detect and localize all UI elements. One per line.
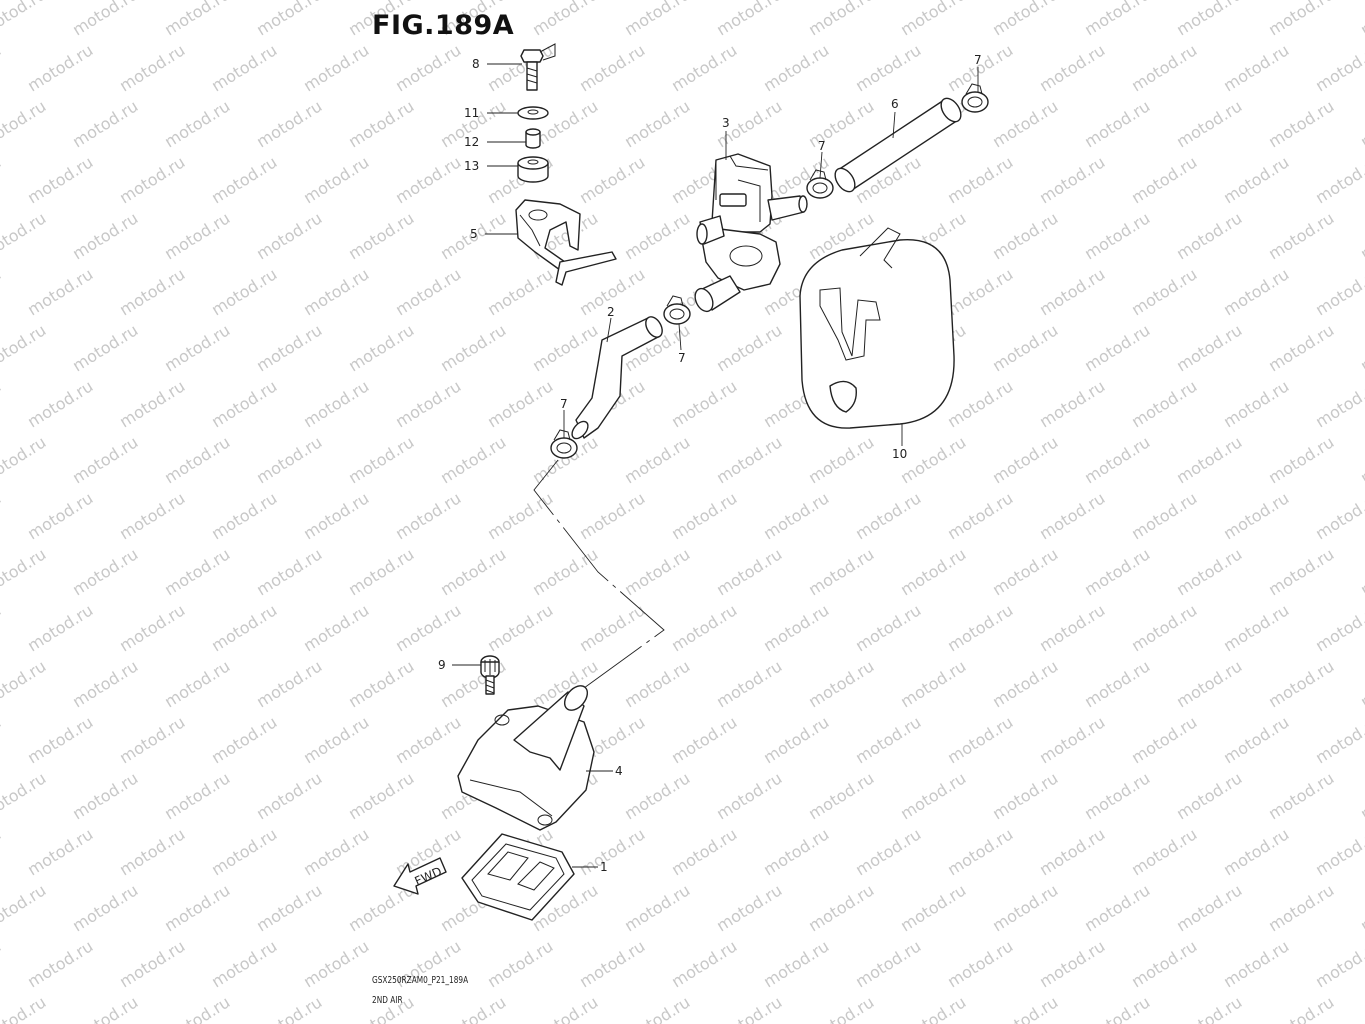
part-7-clamp-c[interactable] bbox=[663, 295, 691, 325]
callout-10: 10 bbox=[892, 447, 907, 461]
leader-lines bbox=[452, 63, 979, 868]
callout-6: 6 bbox=[891, 97, 899, 111]
part-12-collar[interactable] bbox=[525, 128, 541, 149]
callout-12: 12 bbox=[464, 135, 479, 149]
callout-1: 1 bbox=[600, 860, 608, 874]
callout-8: 8 bbox=[472, 57, 480, 71]
part-2-hose[interactable] bbox=[569, 314, 666, 442]
callout-9: 9 bbox=[438, 658, 446, 672]
callout-13: 13 bbox=[464, 159, 479, 173]
callouts: 8 11 12 13 5 3 6 7 7 7 7 2 10 9 4 1 bbox=[438, 53, 982, 874]
figure-title: FIG.189A bbox=[372, 10, 515, 41]
fwd-arrow: FWD bbox=[393, 857, 447, 895]
part-8-bolt[interactable] bbox=[520, 43, 556, 91]
part-7-clamp-a[interactable] bbox=[961, 83, 989, 113]
part-13-grommet[interactable] bbox=[517, 156, 549, 183]
part-10-cover[interactable] bbox=[799, 227, 955, 429]
callout-2: 2 bbox=[607, 305, 615, 319]
figure-section: 2ND AIR bbox=[372, 995, 403, 1006]
part-1-reed-valve[interactable] bbox=[461, 833, 575, 921]
callout-7a: 7 bbox=[974, 53, 982, 67]
callout-3: 3 bbox=[722, 116, 730, 130]
part-7-clamp-b[interactable] bbox=[806, 169, 834, 199]
part-5-bracket[interactable] bbox=[515, 199, 617, 286]
part-4-cap[interactable] bbox=[457, 681, 595, 831]
callout-4: 4 bbox=[615, 764, 623, 778]
callout-11: 11 bbox=[464, 106, 479, 120]
callout-7c: 7 bbox=[678, 351, 686, 365]
part-11-washer[interactable] bbox=[517, 106, 549, 120]
part-3-valve[interactable] bbox=[692, 153, 808, 314]
connection-line bbox=[533, 459, 665, 689]
callout-7b: 7 bbox=[818, 139, 826, 153]
figure-code: GSX250RZAM0_P21_189A bbox=[372, 975, 469, 986]
callout-7d: 7 bbox=[560, 397, 568, 411]
callout-5: 5 bbox=[470, 227, 478, 241]
part-9-bolt[interactable] bbox=[480, 655, 500, 695]
part-6-hose[interactable] bbox=[831, 95, 965, 196]
